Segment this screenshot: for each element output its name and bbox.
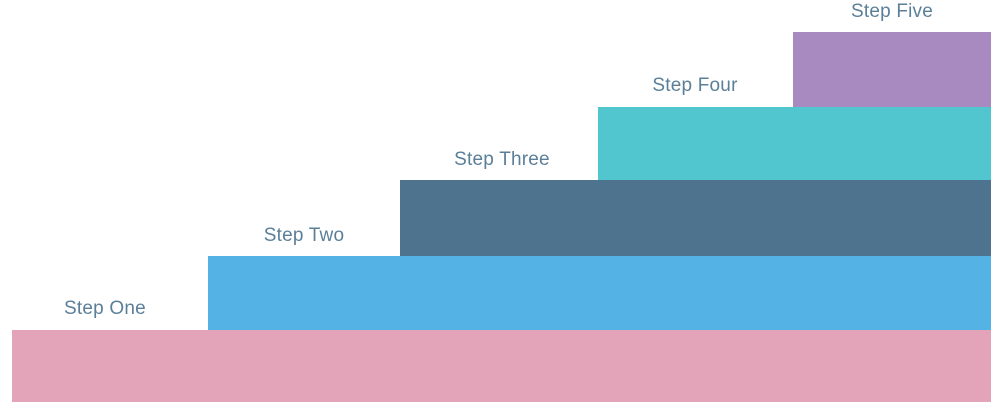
step-two-label: Step Two [263,225,345,246]
step-block-five[interactable]: Recommendand implement solutions [793,32,991,107]
step-block-three[interactable]: Identify possible casual factors [400,180,991,256]
step-five-label: Step Five [850,1,934,22]
step-three-label: Step Three [454,149,550,170]
step-four-label: Step Four [652,75,738,96]
step-block-two[interactable]: Collect data to better understand the pr… [208,256,991,330]
step-one-label: Step One [64,298,146,319]
step-block-four[interactable]: Identify the root cause(s) [598,107,991,180]
step-block-one[interactable]: Define the problem [12,330,991,402]
